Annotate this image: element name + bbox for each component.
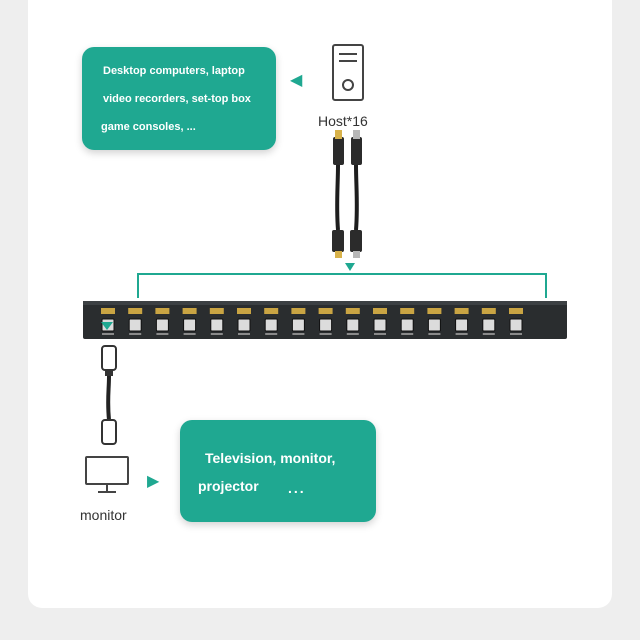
port-label-mark [292,333,305,335]
hdmi-port [128,308,143,314]
usb-port [128,318,142,332]
hdmi-port [155,308,170,314]
hdmi-port [291,308,306,314]
source-devices-line-3: game consoles, ... [101,121,196,133]
display-devices-line-1: Television, monitor, [205,450,336,466]
port-label-mark [265,333,278,335]
hdmi-port [101,308,115,314]
hdmi-port [264,308,279,314]
output-arrow-icon [101,322,113,330]
host-cables [332,130,362,258]
usb-port [291,318,305,332]
switch-port [264,308,279,335]
port-label-mark [428,333,441,335]
port-label-mark [510,333,522,335]
usb-port [210,318,224,332]
switch-port [454,308,469,335]
hdmi-port [454,308,469,314]
hdmi-port [209,308,224,314]
down-arrow-icon [345,263,355,271]
usb-port [400,318,414,332]
switch-port [400,308,415,335]
switch-port [481,308,496,335]
hdmi-port [237,308,251,314]
source-devices-line-1: Desktop computers, laptop [103,65,245,77]
usb-port [455,318,469,332]
usb-port [319,318,333,332]
hdmi-port [182,308,197,314]
usb-port [264,318,278,332]
host-label: Host*16 [318,113,368,129]
port-label-mark [102,333,114,335]
switch-port [427,308,442,335]
switch-port [155,308,170,335]
switch-port [128,308,143,335]
switch-port [209,308,224,335]
hdmi-port [427,308,442,314]
hdmi-port [318,308,333,314]
port-label-mark [482,333,495,335]
monitor-label: monitor [80,507,127,523]
bracket-line [137,273,547,298]
usb-port [482,318,496,332]
usb-port [237,318,251,332]
switch-port [237,308,251,335]
hdmi-port [481,308,496,314]
switch-port [509,308,523,335]
port-label-mark [374,333,386,335]
arrow-left-icon: ◀ [290,72,303,89]
hdmi-port [345,308,360,314]
port-label-mark [455,333,468,335]
kvm-switch [83,301,567,339]
source-devices-line-2: video recorders, set-top box [103,93,251,105]
arrow-right-icon: ▶ [147,473,160,490]
port-label-mark [346,333,359,335]
switch-port [318,308,333,335]
source-devices-box: Desktop computers, laptop video recorder… [82,47,276,150]
hdmi-port [400,308,415,314]
port-label-mark [129,333,142,335]
switch-port [101,308,115,335]
usb-port [346,318,360,332]
usb-port [427,318,441,332]
pc-tower-icon [332,44,364,101]
usb-port [509,318,523,332]
usb-port [183,318,197,332]
port-label-mark [401,333,414,335]
port-label-mark [319,333,332,335]
usb-port [373,318,387,332]
monitor-icon [85,456,129,493]
usb-port [155,318,169,332]
switch-ports [101,308,523,335]
port-label-mark [210,333,223,335]
display-devices-box: Television, monitor, projector ... [180,420,376,522]
port-label-mark [183,333,196,335]
display-devices-line-2: projector [198,478,259,494]
hdmi-port [373,308,387,314]
switch-port [345,308,360,335]
port-label-mark [238,333,250,335]
hdmi-cable [101,345,117,445]
switch-port [373,308,387,335]
switch-port [291,308,306,335]
port-label-mark [156,333,169,335]
hdmi-port [509,308,523,314]
switch-port [182,308,197,335]
display-devices-ellipsis: ... [288,480,306,496]
